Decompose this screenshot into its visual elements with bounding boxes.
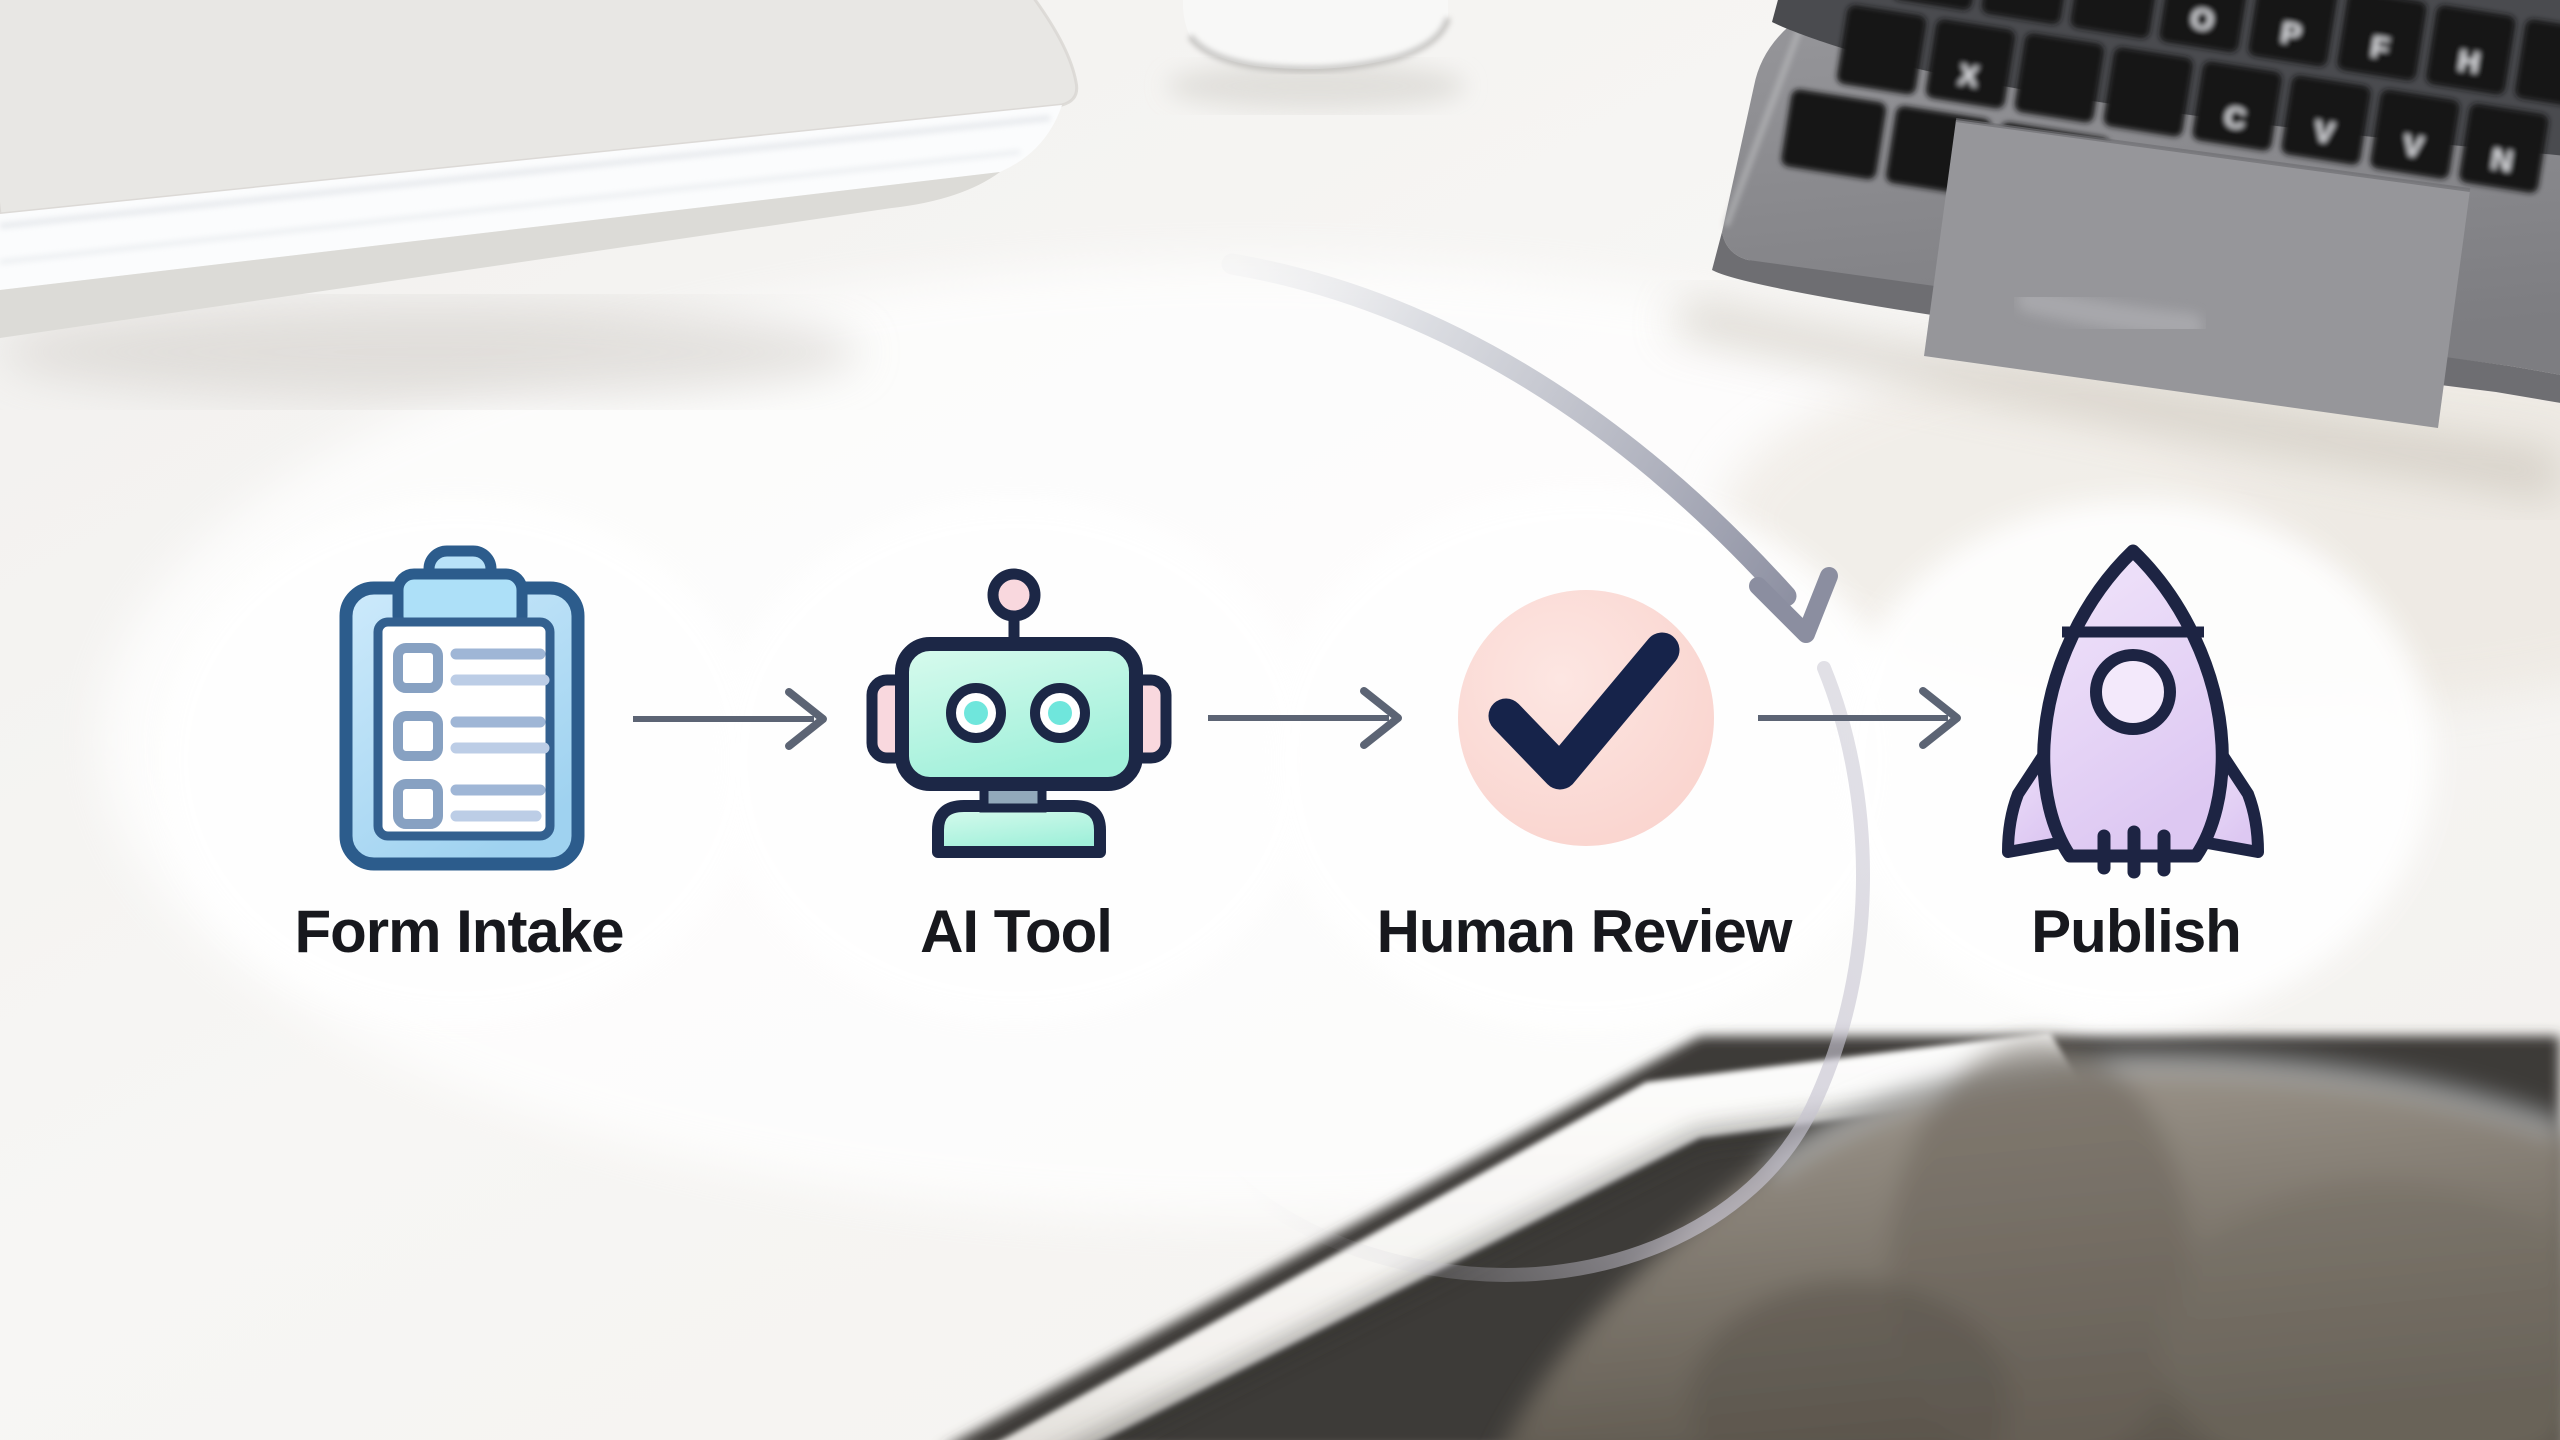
loop-arc	[1201, 661, 1870, 1282]
mug-base-line	[1187, 17, 1451, 73]
robot-icon	[866, 568, 1172, 858]
book-back-cover	[0, 172, 1000, 338]
loop-arrow-shaft	[1221, 253, 1797, 607]
keyboard-key	[2281, 75, 2371, 165]
fabric-chair	[1506, 1040, 2560, 1440]
book-pages	[0, 105, 1062, 290]
checkbox	[393, 779, 443, 829]
step-label-publish: Publish	[2031, 898, 2242, 965]
desk-front-edge	[1001, 1032, 2082, 1440]
loop-arrowhead	[1749, 567, 1838, 643]
robot-eye-left-pupil	[964, 701, 988, 725]
book-page-line	[0, 149, 1021, 265]
keyboard-key	[1925, 19, 2016, 109]
laptop-left-bevel	[1723, 10, 1809, 228]
desk-edge-and-floor	[958, 1032, 2560, 1440]
checkmark	[1488, 632, 1680, 790]
chair-top-highlight	[1763, 1050, 2560, 1179]
arrow-head	[785, 688, 827, 750]
arrow-head	[1360, 687, 1402, 749]
coffee-mug	[1166, 0, 1466, 110]
keyboard-key	[2248, 0, 2338, 67]
clipboard-checklist-icon	[339, 545, 585, 871]
keyboard-key	[2070, 0, 2160, 39]
chair-crease	[2160, 1180, 2560, 1440]
keyboard-key-letter: H	[2456, 44, 2483, 80]
keyboard-key	[2159, 0, 2249, 53]
arrow-ai-to-review	[1208, 687, 1402, 749]
book-page-line	[0, 115, 1051, 229]
step-label-form-intake: Form Intake	[294, 898, 624, 965]
loop-arrow	[1221, 253, 1838, 643]
checkbox	[393, 643, 443, 693]
book-cover-edge	[0, 0, 1079, 216]
checkmark-circle-icon	[1458, 590, 1714, 846]
laptop-cast-shadow	[1670, 300, 2560, 500]
keyboard-key-letter: F	[2368, 30, 2391, 65]
rocket-exhaust	[2097, 825, 2171, 879]
clipboard-checkboxes	[393, 643, 443, 829]
keyboard-key-letter: N	[2489, 143, 2516, 179]
keyboard-key	[2337, 0, 2427, 81]
keyboard-key	[1981, 0, 2071, 25]
mug-body	[1183, 0, 1448, 70]
laptop-notch	[2017, 287, 2203, 339]
robot-body	[932, 800, 1106, 858]
connector-arrows	[633, 687, 1961, 750]
keyboard-key-letter: C	[2222, 100, 2249, 136]
clipboard-list-lines	[450, 648, 550, 822]
keyboard-key	[2014, 33, 2104, 123]
keyboard-key	[1836, 5, 1927, 95]
arrow-form-to-ai	[633, 688, 827, 750]
hardcover-book	[0, 0, 1079, 400]
keyboard-key	[2370, 89, 2460, 179]
keyboard-key	[1781, 89, 1887, 180]
step-label-human-review: Human Review	[1376, 898, 1793, 965]
keyboard-key-letter: O	[2188, 2, 2216, 38]
arrow-review-to-publish	[1758, 687, 1961, 749]
keyboard-key	[2426, 5, 2516, 95]
keyboard-key	[2192, 61, 2282, 151]
laptop: O P F H X C	[1670, 0, 2560, 500]
book-cover	[0, 0, 1077, 214]
key-row-letters: X C V V N	[1836, 5, 2549, 193]
step-label-ai-tool: AI Tool	[920, 898, 1113, 965]
keyboard-key	[2459, 103, 2549, 193]
trackpad-top-seam	[1955, 118, 2471, 192]
rocket-icon	[2002, 544, 2264, 879]
checkbox	[393, 711, 443, 761]
rocket-window	[2090, 649, 2176, 735]
robot-eye-right-pupil	[1048, 701, 1072, 725]
book-shadow	[0, 304, 860, 400]
robot-antenna-ball	[987, 568, 1041, 622]
robot-head	[895, 637, 1143, 791]
keyboard-key	[2103, 47, 2193, 137]
chair-crease	[1690, 1280, 2010, 1440]
mug-shadow	[1166, 62, 1466, 110]
arrow-head	[1919, 687, 1961, 749]
trackpad	[1924, 120, 2470, 428]
